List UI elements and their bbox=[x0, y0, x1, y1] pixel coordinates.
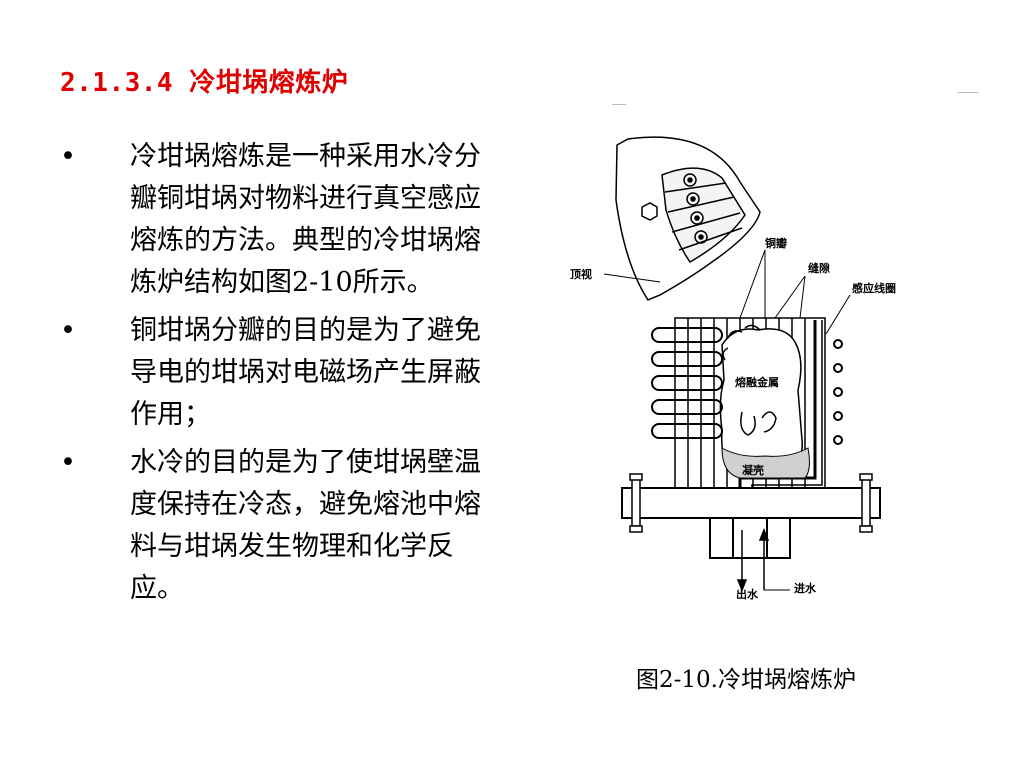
bullet-item: • 水冷的目的是为了使坩埚壁温度保持在冷态，避免熔池中熔料与坩埚发生物理和化学反… bbox=[60, 442, 490, 610]
label-gap: 缝隙 bbox=[808, 261, 830, 275]
label-top-view: 顶视 bbox=[570, 267, 592, 281]
decorative-line bbox=[958, 92, 978, 93]
top-view-leader bbox=[603, 273, 661, 283]
bullet-marker: • bbox=[60, 447, 76, 478]
label-induction-coil: 感应线圈 bbox=[852, 281, 896, 295]
bullet-item: • 冷坩埚熔炼是一种采用水冷分瓣铜坩埚对物料进行真空感应熔炼的方法。典型的冷坩埚… bbox=[60, 136, 490, 304]
top-view-section bbox=[615, 136, 761, 301]
coil-right-ends bbox=[833, 339, 843, 445]
bullet-text: 铜坩埚分瓣的目的是为了避免导电的坩埚对电磁场产生屏蔽作用； bbox=[130, 315, 481, 430]
metal-swirl bbox=[740, 411, 777, 436]
decorative-line bbox=[612, 104, 626, 105]
label-water-in: 进水 bbox=[794, 581, 817, 595]
metal-flame-strokes bbox=[722, 324, 761, 361]
slide-title: 2.1.3.4 冷坩埚熔炼炉 bbox=[60, 68, 349, 98]
bullet-text: 水冷的目的是为了使坩埚壁温度保持在冷态，避免熔池中熔料与坩埚发生物理和化学反应。 bbox=[130, 447, 481, 604]
bullet-text: 冷坩埚熔炼是一种采用水冷分瓣铜坩埚对物料进行真空感应熔炼的方法。典型的冷坩埚熔炼… bbox=[130, 141, 481, 298]
figure-caption: 图2-10.冷坩埚熔炼炉 bbox=[636, 667, 856, 693]
bullet-marker: • bbox=[60, 141, 76, 172]
label-molten-metal: 熔融金属 bbox=[735, 375, 779, 389]
water-flow-arrows bbox=[736, 527, 790, 593]
label-skull: 凝壳 bbox=[742, 463, 764, 477]
skull-layer bbox=[721, 447, 810, 479]
label-water-out: 出水 bbox=[736, 587, 759, 601]
label-copper-segment: 铜瓣 bbox=[764, 236, 787, 250]
induction-coil-icon bbox=[651, 327, 723, 439]
base-flange bbox=[621, 487, 881, 559]
label-leaders bbox=[739, 249, 851, 335]
bullet-marker: • bbox=[60, 315, 76, 346]
cold-crucible-furnace-diagram: 顶视 铜瓣 缝隙 感应线圈 熔融金属 凝壳 出水 进水 bbox=[570, 136, 896, 601]
flange-bolts bbox=[629, 473, 873, 533]
bullet-item: • 铜坩埚分瓣的目的是为了避免导电的坩埚对电磁场产生屏蔽作用； bbox=[60, 310, 490, 436]
bullet-list: • 冷坩埚熔炼是一种采用水冷分瓣铜坩埚对物料进行真空感应熔炼的方法。典型的冷坩埚… bbox=[60, 136, 490, 616]
